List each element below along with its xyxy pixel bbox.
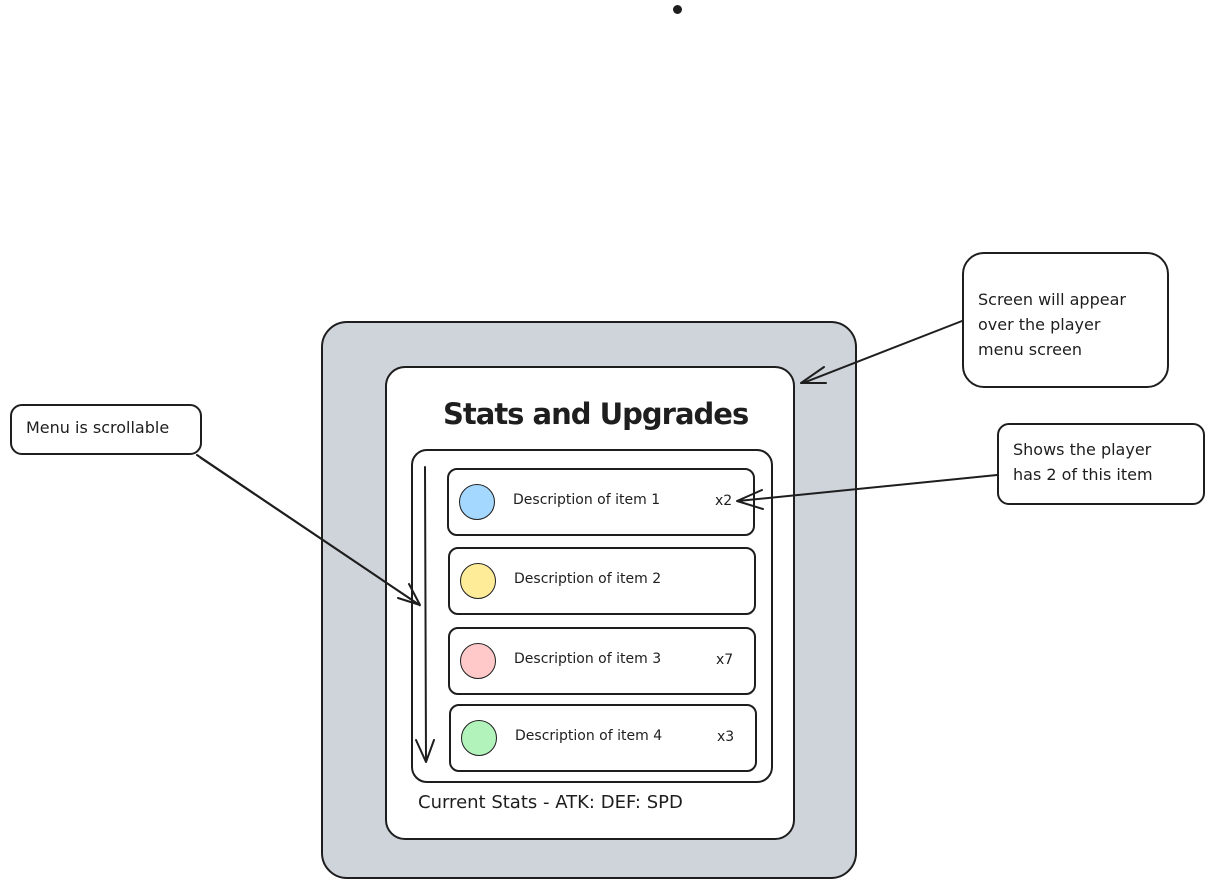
item-description: Description of item 1 — [513, 492, 661, 508]
annotation-text: Screen will appear over the player menu … — [978, 290, 1126, 359]
list-item[interactable]: Description of item 2 — [448, 547, 756, 615]
item-icon — [459, 484, 495, 520]
item-description: Description of item 4 — [515, 728, 663, 744]
annotation-text: Shows the player has 2 of this item — [1013, 440, 1153, 484]
panel-title: Stats and Upgrades — [443, 397, 749, 431]
scrollable-item-list[interactable]: Description of item 1 x2 Description of … — [411, 449, 773, 783]
list-item[interactable]: Description of item 4 x3 — [449, 704, 757, 772]
annotation-text: Menu is scrollable — [26, 418, 170, 437]
item-quantity: x3 — [717, 729, 735, 745]
list-item[interactable]: Description of item 3 x7 — [448, 627, 756, 695]
scroll-indicator-arrow — [415, 466, 435, 763]
annotation-overlay: Screen will appear over the player menu … — [962, 252, 1169, 388]
stray-dot — [673, 5, 682, 14]
current-stats-line: Current Stats - ATK: DEF: SPD — [418, 792, 683, 813]
item-quantity: x2 — [715, 493, 733, 509]
item-icon — [460, 643, 496, 679]
overlay-annotation-arrow — [800, 320, 963, 384]
scroll-annotation-arrow — [196, 454, 421, 606]
item-quantity: x7 — [716, 652, 734, 668]
count-annotation-arrow — [736, 474, 998, 510]
annotation-item-count: Shows the player has 2 of this item — [997, 423, 1205, 505]
item-description: Description of item 2 — [514, 571, 662, 587]
item-icon — [460, 563, 496, 599]
annotation-scrollable: Menu is scrollable — [10, 404, 202, 455]
item-icon — [461, 720, 497, 756]
item-description: Description of item 3 — [514, 651, 662, 667]
list-item[interactable]: Description of item 1 x2 — [447, 468, 755, 536]
